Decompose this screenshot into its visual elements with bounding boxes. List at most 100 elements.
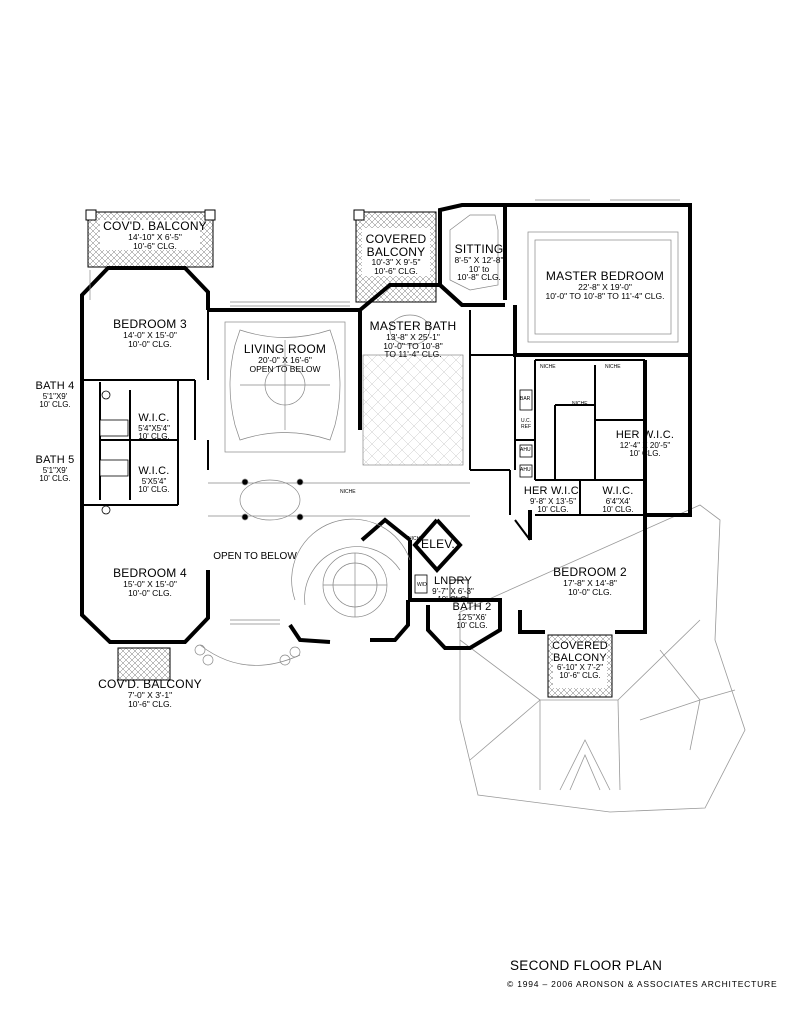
room-ceiling: 10'-6" CLG. bbox=[133, 240, 177, 251]
room-name-line2: BALCONY bbox=[366, 244, 426, 259]
room-ceiling: 10'-0" CLG. bbox=[568, 586, 612, 597]
room-dims: 17'-8" X 14'-8" bbox=[563, 577, 617, 588]
room-dims: 15'-0" X 15'-0" bbox=[123, 578, 177, 589]
balcony-top-left bbox=[85, 209, 216, 268]
sitting-label: SITTING 8'-5" X 12'-8" 10' to 10'-8" CLG… bbox=[444, 243, 514, 282]
room-ceiling: 10'-0" CLG. bbox=[128, 587, 172, 598]
room-name: LNDRY bbox=[433, 575, 473, 587]
room-name: COVERED bbox=[365, 232, 427, 246]
wic-small-label: W.I.C. 6'4"X4' 10' CLG. bbox=[593, 485, 643, 514]
wic-top-label: W.I.C. 5'4"X5'4" 10' CLG. bbox=[130, 412, 178, 441]
room-ceiling: 10'-0" TO 10'-8" bbox=[383, 340, 443, 351]
covered-balcony-right-label: COVERED BALCONY 6'-10" X 7'-2" 10'-6" CL… bbox=[548, 640, 612, 681]
niche-label: NICHE bbox=[572, 401, 588, 407]
bar-label: BAR bbox=[520, 396, 531, 402]
lndry-label: LNDRY 9'-7" X 6'-3" 10' CLG. bbox=[424, 575, 482, 604]
roof-outline bbox=[459, 504, 746, 813]
bath2-label: BATH 2 12'5"X6' 10' CLG. bbox=[448, 601, 496, 630]
room-dims: 13'-8" X 25'-1" bbox=[386, 331, 440, 342]
room-dims: 9'-7" X 6'-3" bbox=[432, 586, 474, 596]
her-wic-small-label: HER W.I.C. 9'-8" X 13'-5" 10' CLG. bbox=[518, 485, 588, 514]
room-name: W.I.C. bbox=[138, 412, 170, 424]
copyright-text: © 1994 – 2006 ARONSON & ASSOCIATES ARCHI… bbox=[507, 979, 778, 989]
room-name: LIVING ROOM bbox=[243, 342, 327, 356]
bedroom2-label: BEDROOM 2 17'-8" X 14'-8" 10'-0" CLG. bbox=[545, 566, 635, 596]
room-name: HER W.I.C. bbox=[523, 485, 583, 497]
covd-balcony-top-label: COV'D. BALCONY 14'-10" X 6'-5" 10'-6" CL… bbox=[96, 220, 214, 250]
room-name: BEDROOM 3 bbox=[113, 317, 187, 331]
room-name: OPEN TO BELOW bbox=[213, 551, 297, 562]
ref-label: U.C. REF bbox=[521, 418, 531, 430]
room-ceiling-line2: TO 11'-4" CLG. bbox=[384, 349, 442, 360]
room-ceiling: 10' CLG. bbox=[602, 504, 634, 514]
plan-title: SECOND FLOOR PLAN bbox=[510, 958, 663, 973]
room-name: ELEV. bbox=[421, 537, 455, 551]
niche-label: NICHE bbox=[408, 536, 424, 542]
room-name: HER W.I.C. bbox=[615, 429, 675, 441]
wd-label: W/D bbox=[417, 582, 427, 588]
bath5-label: BATH 5 5'1"X9' 10' CLG. bbox=[30, 454, 80, 483]
room-note: OPEN TO BELOW bbox=[249, 363, 321, 374]
room-dims: 6'-10" X 7'-2" bbox=[556, 663, 604, 673]
room-dims: 10'-3" X 9'-5" bbox=[371, 257, 421, 268]
fixtures bbox=[99, 389, 533, 599]
room-dims: 5'4"X5'4" bbox=[138, 423, 170, 433]
room-dims: 6'4"X4' bbox=[605, 496, 631, 506]
room-name: BATH 5 bbox=[35, 454, 75, 466]
bedroom3-label: BEDROOM 3 14'-0" X 15'-0" 10'-0" CLG. bbox=[100, 318, 200, 348]
master-bedroom-label: MASTER BEDROOM 22'-8" X 19'-0" 10'-0" TO… bbox=[520, 270, 690, 300]
bath4-label: BATH 4 5'1"X9' 10' CLG. bbox=[30, 380, 80, 409]
room-ceiling: 10' CLG. bbox=[437, 594, 469, 604]
room-dims: 5'X5'4" bbox=[141, 476, 167, 486]
room-dims: 5'1"X9' bbox=[42, 391, 68, 401]
room-dims: 7'-0" X 3'-1" bbox=[127, 689, 173, 700]
room-ceiling: 10' CLG. bbox=[456, 620, 488, 630]
room-ceiling: 10' CLG. bbox=[138, 431, 170, 441]
room-name: BATH 2 bbox=[452, 601, 492, 613]
ceiling-detail bbox=[89, 199, 680, 666]
niche-label: NICHE bbox=[605, 364, 621, 370]
balcony-right bbox=[547, 634, 613, 698]
niche-label: NICHE bbox=[540, 364, 556, 370]
room-name: W.I.C. bbox=[138, 465, 170, 477]
room-ceiling: 10' CLG. bbox=[537, 504, 569, 514]
living-room-label: LIVING ROOM 20'-0" X 16'-6" OPEN TO BELO… bbox=[235, 343, 335, 373]
room-dims: 14'-0" X 15'-0" bbox=[123, 329, 177, 340]
room-dims: 9'-8" X 13'-5" bbox=[529, 496, 577, 506]
room-dims: 22'-8" X 19'-0" bbox=[578, 281, 632, 292]
covered-balcony-mid-label: COVERED BALCONY 10'-3" X 9'-5" 10'-6" CL… bbox=[360, 233, 432, 276]
room-ceiling: 10'-0" TO 10'-8" TO 11'-4" CLG. bbox=[545, 290, 665, 301]
room-ceiling: 10' to bbox=[468, 263, 490, 274]
room-name: COV'D. BALCONY bbox=[103, 219, 207, 233]
room-ceiling: 10' CLG. bbox=[39, 473, 71, 483]
room-dims: 12'-4" X 20'-5" bbox=[619, 440, 671, 450]
covd-balcony-bottom-label: COV'D. BALCONY 7'-0" X 3'-1" 10'-6" CLG. bbox=[90, 678, 210, 708]
room-name: BEDROOM 4 bbox=[113, 566, 187, 580]
room-name: SITTING bbox=[454, 242, 504, 256]
room-ceiling: 10'-6" CLG. bbox=[128, 698, 172, 709]
wic-bottom-label: W.I.C. 5'X5'4" 10' CLG. bbox=[130, 465, 178, 494]
room-dims: 20'-0" X 16'-6" bbox=[258, 354, 312, 365]
room-dims: 14'-10" X 6'-5" bbox=[128, 231, 182, 242]
bedroom4-label: BEDROOM 4 15'-0" X 15'-0" 10'-0" CLG. bbox=[100, 567, 200, 597]
room-name: MASTER BEDROOM bbox=[545, 269, 665, 283]
room-ceiling: 10' CLG. bbox=[629, 448, 661, 458]
room-name: BEDROOM 2 bbox=[553, 565, 627, 579]
open-to-below-label: OPEN TO BELOW bbox=[205, 551, 305, 563]
balcony-bottom-left bbox=[117, 647, 171, 681]
master-bath-label: MASTER BATH 13'-8" X 25'-1" 10'-0" TO 10… bbox=[360, 320, 466, 359]
room-name-line2: BALCONY bbox=[553, 651, 607, 664]
elev-label: ELEV. bbox=[418, 538, 458, 551]
her-wic-right-label: HER W.I.C. 12'-4" X 20'-5" 10' CLG. bbox=[600, 429, 690, 458]
exterior-walls bbox=[80, 203, 692, 650]
room-name: MASTER BATH bbox=[369, 319, 457, 333]
room-name: COV'D. BALCONY bbox=[98, 677, 202, 691]
room-dims: 5'1"X9' bbox=[42, 465, 68, 475]
niche-label: NICHE bbox=[340, 489, 356, 495]
room-ceiling: 10'-6" CLG. bbox=[374, 266, 418, 277]
ahu-label: AHU bbox=[520, 447, 531, 453]
room-ceiling-line2: 10'-8" CLG. bbox=[457, 272, 501, 283]
ahu-label: AHU bbox=[520, 467, 531, 473]
room-ceiling: 10'-0" CLG. bbox=[128, 338, 172, 349]
